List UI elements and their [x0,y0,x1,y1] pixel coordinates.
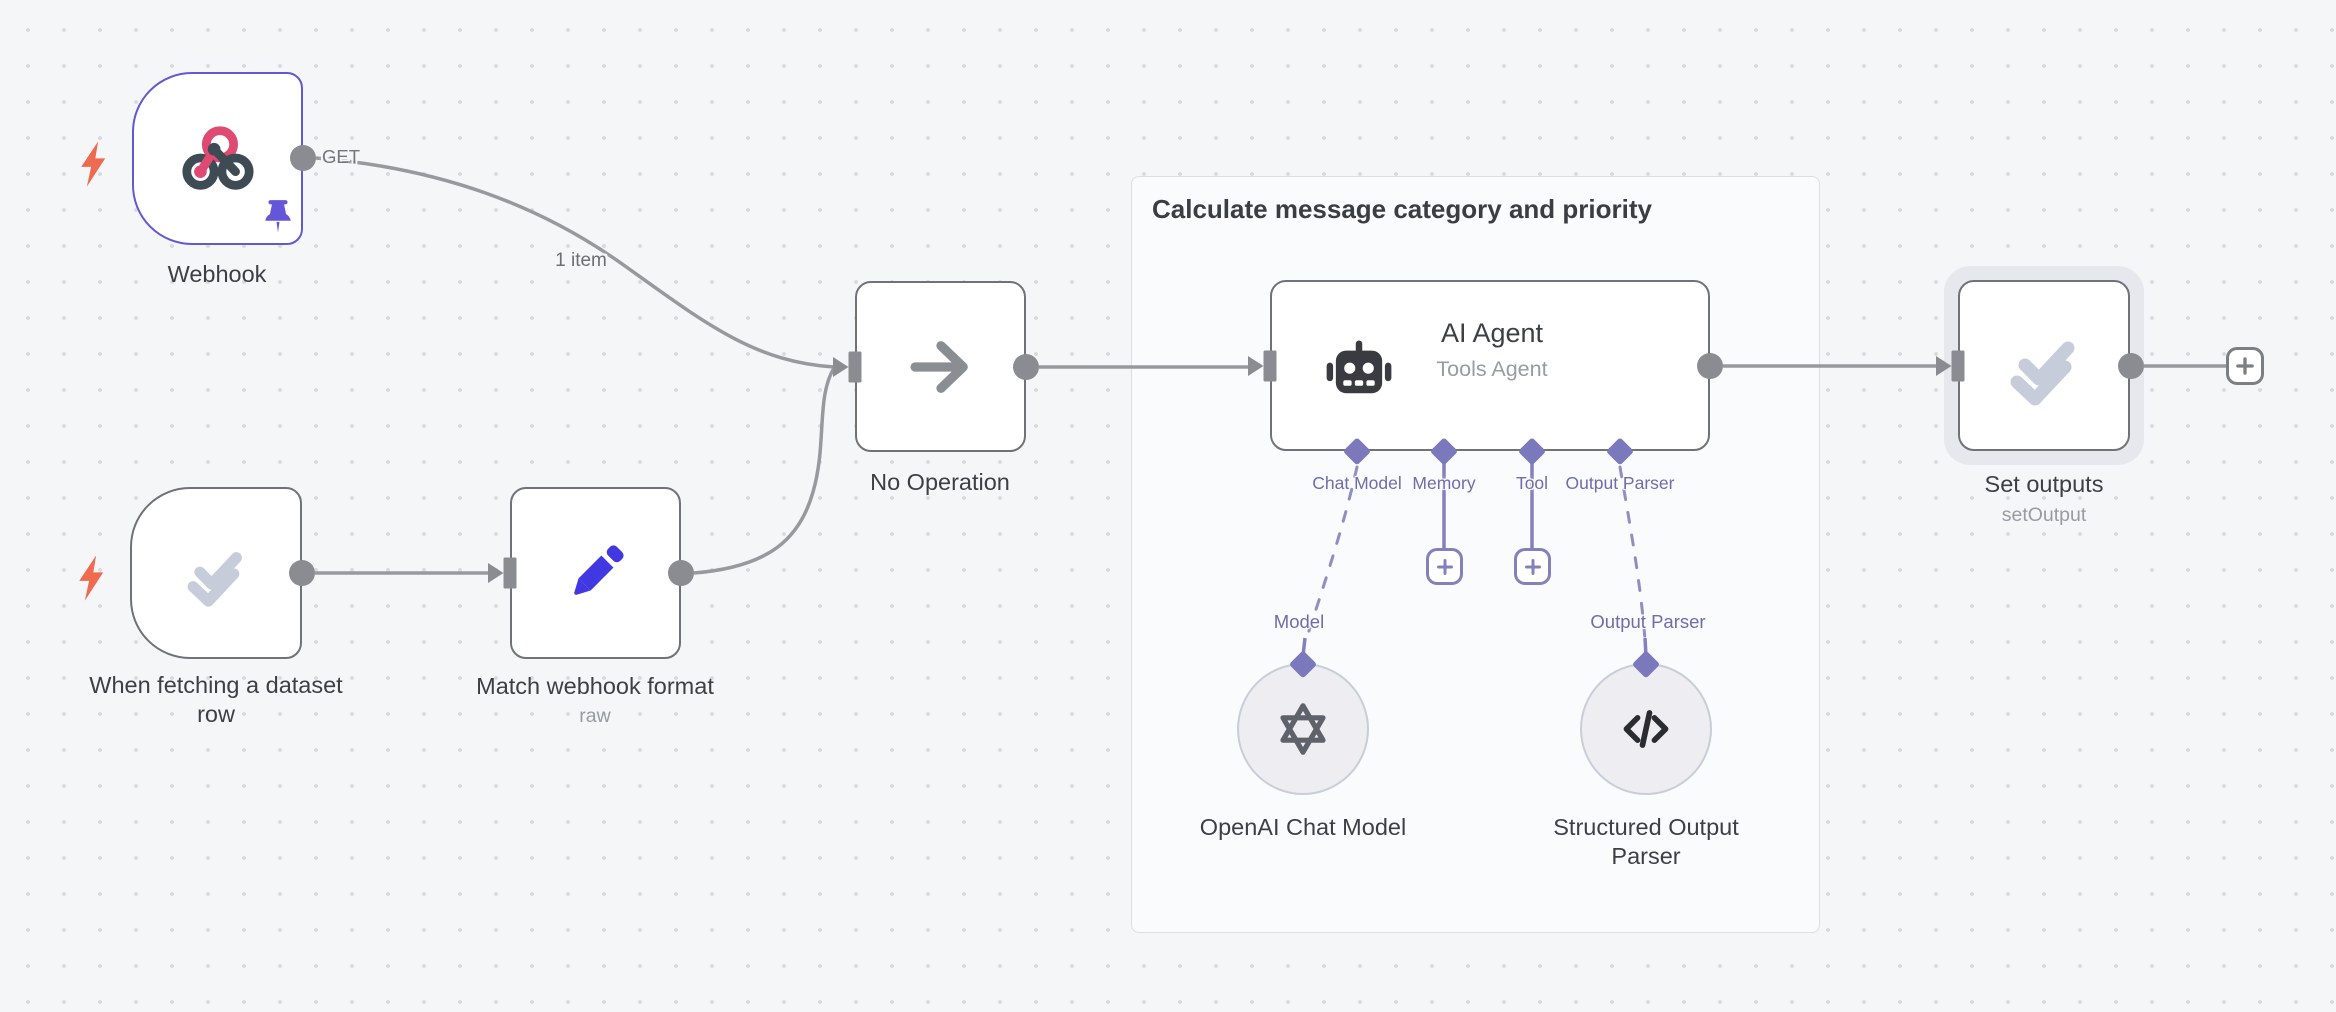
plus-icon [2236,357,2254,375]
group-title: Calculate message category and priority [1152,194,1652,224]
pencil-icon [573,545,624,595]
port-label-memory: Memory [1412,473,1476,493]
port-label-tool: Tool [1515,473,1549,493]
node-ai-agent[interactable]: AI Agent Tools Agent [1270,280,1710,451]
node-title-webhook: Webhook [167,261,267,287]
add-memory-button[interactable] [1426,548,1463,585]
robot-icon [1326,340,1392,394]
node-title-match-format: Match webhook format [476,673,714,699]
edge-arrowhead [833,357,849,377]
port-label-output-parser: Output Parser [1565,473,1675,493]
node-title-dataset-trigger: When fetching a dataset row [89,672,343,727]
node-title-structured-output-parser: Structured Output Parser [1553,814,1739,869]
node-match-webhook-format[interactable] [510,487,681,659]
node-title-set-outputs: Set outputs [1984,471,2104,497]
plus-icon [1436,558,1453,575]
port-label-chat-model: Chat Model [1312,473,1402,493]
ai-agent-subtitle: Tools Agent [1436,357,1548,381]
edge-label-get: GET [322,146,361,167]
openai-icon [1280,703,1326,755]
sub-port-label-model: Model [1273,611,1325,632]
pin-icon [264,199,292,233]
ai-agent-title: AI Agent [1440,318,1544,348]
node-set-outputs[interactable] [1958,280,2130,451]
lightning-trigger-icon [74,554,107,602]
node-openai-chat-model[interactable] [1237,663,1369,795]
node-dataset-trigger[interactable] [130,487,302,659]
arrow-right-icon [909,340,968,393]
lightning-trigger-icon [76,140,109,188]
edge-match-to-noop[interactable] [693,367,836,575]
double-check-icon [2010,341,2075,405]
edge-label-item-count: 1 item [555,250,607,271]
plus-icon [1524,558,1541,575]
add-tool-button[interactable] [1514,548,1551,585]
webhook-icon [181,125,254,190]
node-title-no-operation: No Operation [870,469,1010,495]
code-icon [1623,710,1669,748]
node-title-openai-chat-model: OpenAI Chat Model [1199,814,1407,840]
node-no-operation[interactable] [855,281,1026,452]
node-subtitle-match-format: raw [579,705,611,727]
sub-port-label-output-parser: Output Parser [1590,611,1706,632]
double-check-icon [187,552,242,607]
node-structured-output-parser[interactable] [1580,663,1712,795]
node-subtitle-set-outputs: setOutput [2001,504,2087,526]
edge-arrowhead [488,563,504,583]
add-node-button[interactable] [2226,347,2264,385]
